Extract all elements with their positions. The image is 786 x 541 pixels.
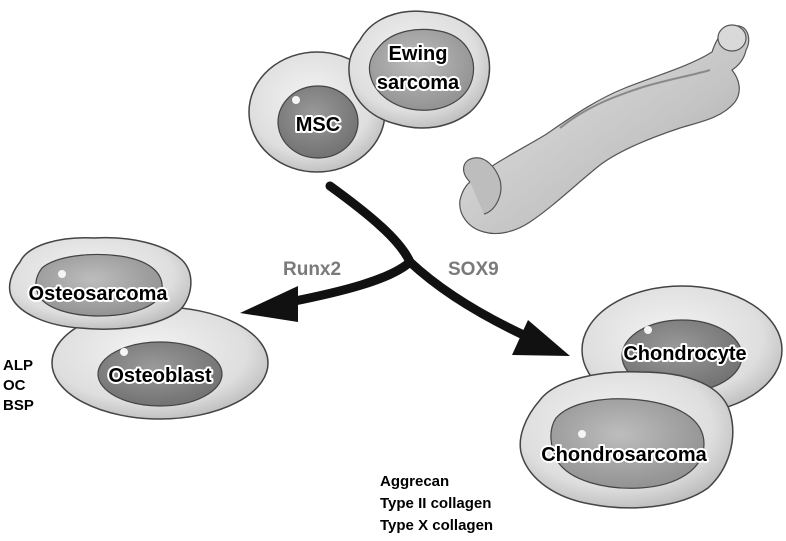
chondrocyte-label: Chondrocyte — [623, 343, 746, 365]
osteoblast-cell: Osteoblast — [51, 306, 269, 420]
osteosarcoma-nucleus — [35, 253, 163, 317]
sox9-label: SOX9 — [448, 259, 499, 280]
differentiation-arrows — [240, 181, 570, 356]
chondrosarcoma-cell: Chondrosarcoma — [519, 371, 734, 509]
chondrocyte-marker-aggrecan: Aggrecan — [380, 473, 450, 490]
msc-nucleolus — [292, 96, 300, 104]
ewing-label-line1: Ewing — [389, 43, 448, 65]
msc-label: MSC — [296, 114, 340, 136]
chondrosarcoma-nucleolus — [578, 430, 586, 438]
osteoblast-nucleus — [97, 341, 223, 407]
bone-distal — [463, 157, 502, 215]
chondrocyte-marker-type-x-collagen: Type X collagen — [380, 517, 494, 534]
ewing-nucleus — [368, 28, 475, 111]
chondrosarcoma-label: Chondrosarcoma — [541, 444, 707, 466]
osteoblast-nucleolus — [120, 348, 128, 356]
chondrocyte-nucleolus — [644, 326, 652, 334]
arrow-head-osteoblast — [240, 286, 298, 322]
arrow-to-chondrocyte — [405, 257, 535, 343]
ewing-sarcoma-cell: Ewing sarcoma — [348, 10, 491, 129]
osteosarcoma-cell: Osteosarcoma — [8, 236, 192, 330]
osteosarcoma-label: Osteosarcoma — [29, 283, 169, 305]
chondrocyte-markers: Aggrecan Type II collagen Type X collage… — [380, 471, 493, 537]
osteoblast-marker-oc: OC — [3, 377, 26, 394]
osteoblast-marker-bsp: BSP — [3, 397, 34, 414]
arrow-head-chondrocyte — [512, 320, 570, 356]
chondrosarcoma-nucleus — [550, 398, 705, 489]
arrow-to-osteoblast — [285, 181, 416, 307]
bone-illustration — [459, 24, 750, 235]
bone-ridge — [559, 69, 711, 129]
bone-shaft — [459, 25, 750, 235]
runx2-label: Runx2 — [283, 259, 341, 280]
osteoblast-markers: ALP OC BSP — [3, 356, 34, 416]
osteoblast-label: Osteoblast — [108, 365, 212, 387]
ewing-label-line2: sarcoma — [377, 72, 460, 94]
msc-nucleus — [277, 85, 359, 159]
osteoblast-marker-alp: ALP — [3, 357, 33, 374]
osteosarcoma-nucleolus — [58, 270, 66, 278]
chondrocyte-marker-type-ii-collagen: Type II collagen — [380, 495, 492, 512]
bone-head — [717, 24, 747, 52]
